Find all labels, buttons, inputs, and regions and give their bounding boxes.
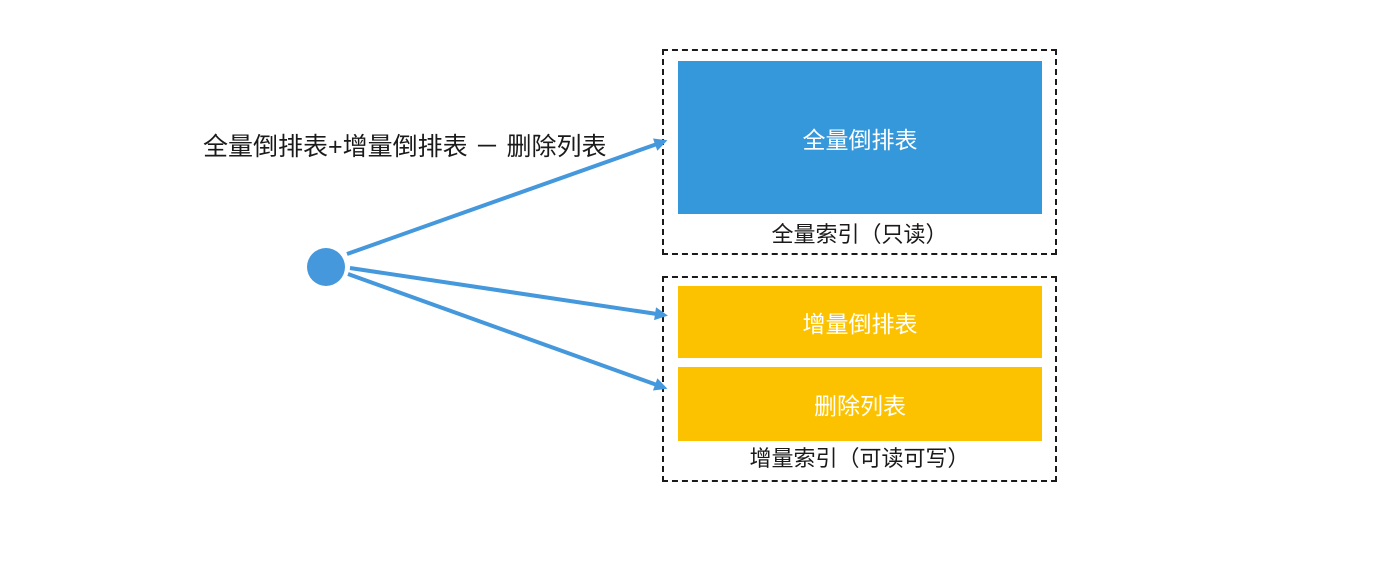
incremental-index-group: 增量倒排表 删除列表 增量索引（可读可写） (662, 276, 1057, 482)
full-inverted-list-label: 全量倒排表 (802, 126, 918, 153)
arrow-to-incremental-inverted-list (349, 266, 668, 321)
incremental-index-caption: 增量索引（可读可写） (749, 446, 970, 471)
delete-list-block: 删除列表 (678, 367, 1042, 441)
arrow-to-delete-list (347, 272, 668, 391)
formula-label: 全量倒排表+增量倒排表 － 删除列表 (203, 133, 607, 161)
full-index-group: 全量倒排表 全量索引（只读） (662, 49, 1057, 255)
origin-dot (307, 248, 345, 286)
incremental-inverted-list-block: 增量倒排表 (678, 286, 1042, 358)
full-index-caption: 全量索引（只读） (771, 222, 948, 247)
incremental-inverted-list-label: 增量倒排表 (802, 311, 918, 337)
full-inverted-list-block: 全量倒排表 (678, 61, 1042, 214)
delete-list-label: 删除列表 (814, 393, 906, 419)
